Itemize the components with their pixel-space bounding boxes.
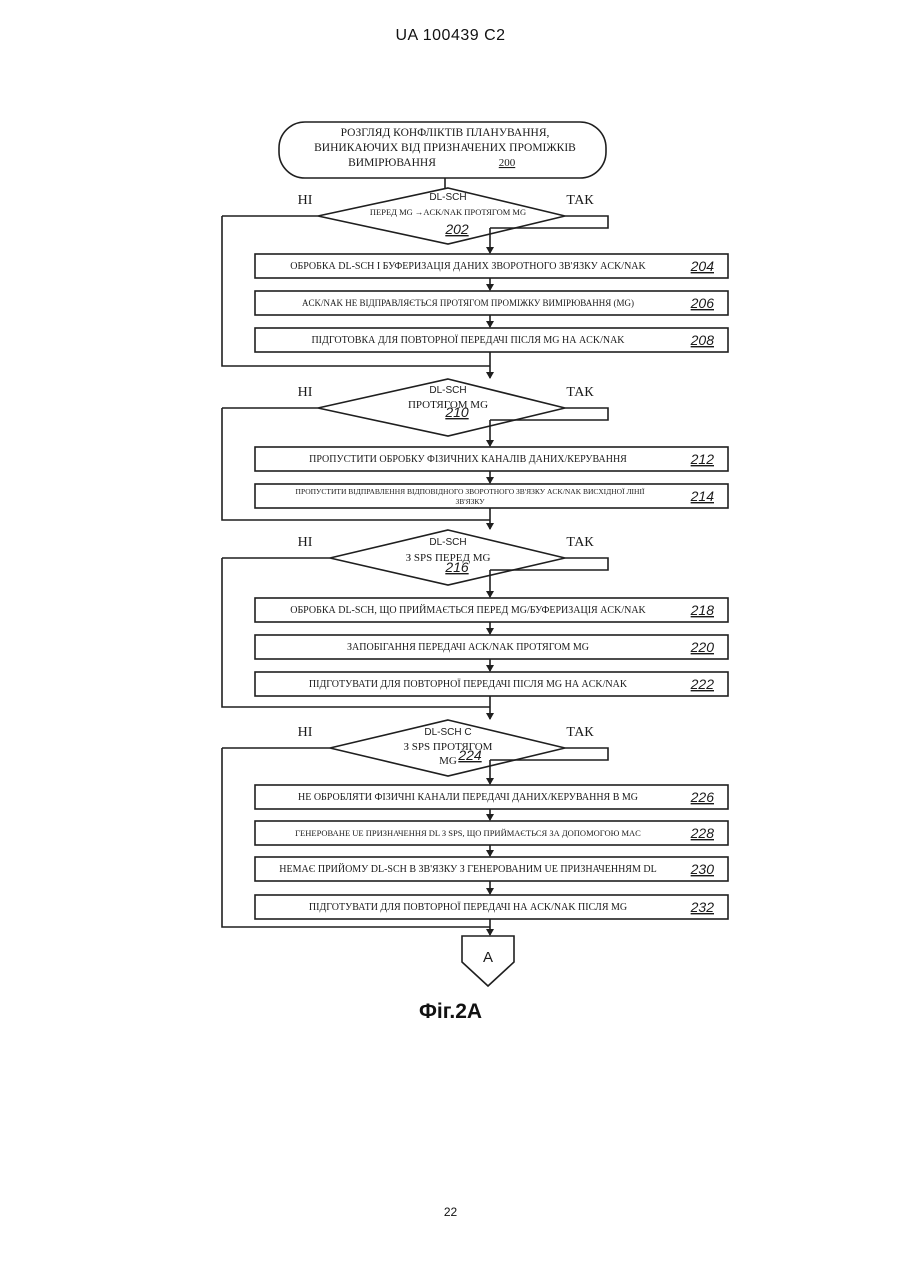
start-text-line: ВИМІРЮВАННЯ bbox=[348, 157, 436, 169]
process-ref-number: 230 bbox=[690, 861, 715, 877]
decision-text: MG bbox=[439, 755, 457, 767]
decision-no-label: НІ bbox=[298, 535, 313, 550]
decision-text: ПЕРЕД MG →ACK/NAK ПРОТЯГОМ MG bbox=[370, 207, 526, 217]
decision-title: DL-SCH bbox=[429, 385, 466, 396]
process-ref-number: 212 bbox=[690, 451, 715, 467]
process-ref-number: 222 bbox=[690, 676, 715, 692]
decision-yes-label: ТАК bbox=[566, 385, 594, 400]
process-ref-number: 208 bbox=[690, 332, 715, 348]
process-text: ПІДГОТУВАТИ ДЛЯ ПОВТОРНОЇ ПЕРЕДАЧІ ПІСЛЯ… bbox=[309, 678, 628, 690]
process-ref-number: 214 bbox=[690, 488, 715, 504]
figure-caption: Фіг.2А bbox=[0, 1000, 901, 1024]
process-text: ПРОПУСТИТИ ВІДПРАВЛЕННЯ ВІДПОВІДНОГО ЗВО… bbox=[296, 487, 645, 496]
start-ref-number: 200 bbox=[499, 157, 516, 169]
process-text: ОБРОБКА DL-SCH І БУФЕРИЗАЦІЯ ДАНИХ ЗВОРО… bbox=[290, 261, 646, 272]
process-ref-number: 206 bbox=[690, 295, 715, 311]
process-text: ЗАПОБІГАННЯ ПЕРЕДАЧІ ACK/NAK ПРОТЯГОМ MG bbox=[347, 642, 589, 653]
connector-label: A bbox=[483, 949, 493, 966]
decision-no-label: НІ bbox=[298, 725, 313, 740]
process-text: ПРОПУСТИТИ ОБРОБКУ ФІЗИЧНИХ КАНАЛІВ ДАНИ… bbox=[309, 454, 627, 465]
decision-title: DL-SCH bbox=[429, 537, 466, 548]
process-text: ГЕНЕРОВАНЕ UE ПРИЗНАЧЕННЯ DL З SPS, ЩО П… bbox=[295, 828, 641, 838]
decision-yes-label: ТАК bbox=[566, 535, 594, 550]
process-text: ОБРОБКА DL-SCH, ЩО ПРИЙМАЄТЬСЯ ПЕРЕД MG/… bbox=[290, 604, 646, 616]
start-text-line: ВИНИКАЮЧИХ ВІД ПРИЗНАЧЕНИХ ПРОМІЖКІВ bbox=[314, 142, 576, 154]
process-text: НЕ ОБРОБЛЯТИ ФІЗИЧНІ КАНАЛИ ПЕРЕДАЧІ ДАН… bbox=[298, 792, 638, 803]
process-ref-number: 204 bbox=[690, 258, 715, 274]
decision-no-label: НІ bbox=[298, 385, 313, 400]
process-ref-number: 228 bbox=[690, 825, 715, 841]
decision-ref-number: 210 bbox=[444, 404, 469, 420]
process-text: ACK/NAK НЕ ВІДПРАВЛЯЄТЬСЯ ПРОТЯГОМ ПРОМІ… bbox=[302, 298, 634, 308]
decision-ref-number: 202 bbox=[444, 221, 469, 237]
process-text: ЗВ'ЯЗКУ bbox=[455, 497, 485, 506]
decision-ref-number: 216 bbox=[444, 559, 469, 575]
process-text: ПІДГОТУВАТИ ДЛЯ ПОВТОРНОЇ ПЕРЕДАЧІ НА AC… bbox=[309, 901, 627, 913]
page-number: 22 bbox=[0, 1205, 901, 1219]
process-ref-number: 220 bbox=[690, 639, 715, 655]
decision-title: DL-SCH C bbox=[424, 727, 471, 738]
start-text-line: РОЗГЛЯД КОНФЛІКТІВ ПЛАНУВАННЯ, bbox=[341, 127, 550, 139]
decision-yes-label: ТАК bbox=[566, 725, 594, 740]
decision-ref-number: 224 bbox=[457, 747, 482, 763]
process-ref-number: 218 bbox=[690, 602, 715, 618]
decision-title: DL-SCH bbox=[429, 192, 466, 203]
decision-no-label: НІ bbox=[298, 193, 313, 208]
process-ref-number: 226 bbox=[690, 789, 715, 805]
process-text: НЕМАЄ ПРИЙОМУ DL-SCH В ЗВ'ЯЗКУ З ГЕНЕРОВ… bbox=[279, 863, 656, 875]
process-ref-number: 232 bbox=[690, 899, 715, 915]
decision-yes-label: ТАК bbox=[566, 193, 594, 208]
process-text: ПІДГОТОВКА ДЛЯ ПОВТОРНОЇ ПЕРЕДАЧІ ПІСЛЯ … bbox=[311, 334, 625, 346]
